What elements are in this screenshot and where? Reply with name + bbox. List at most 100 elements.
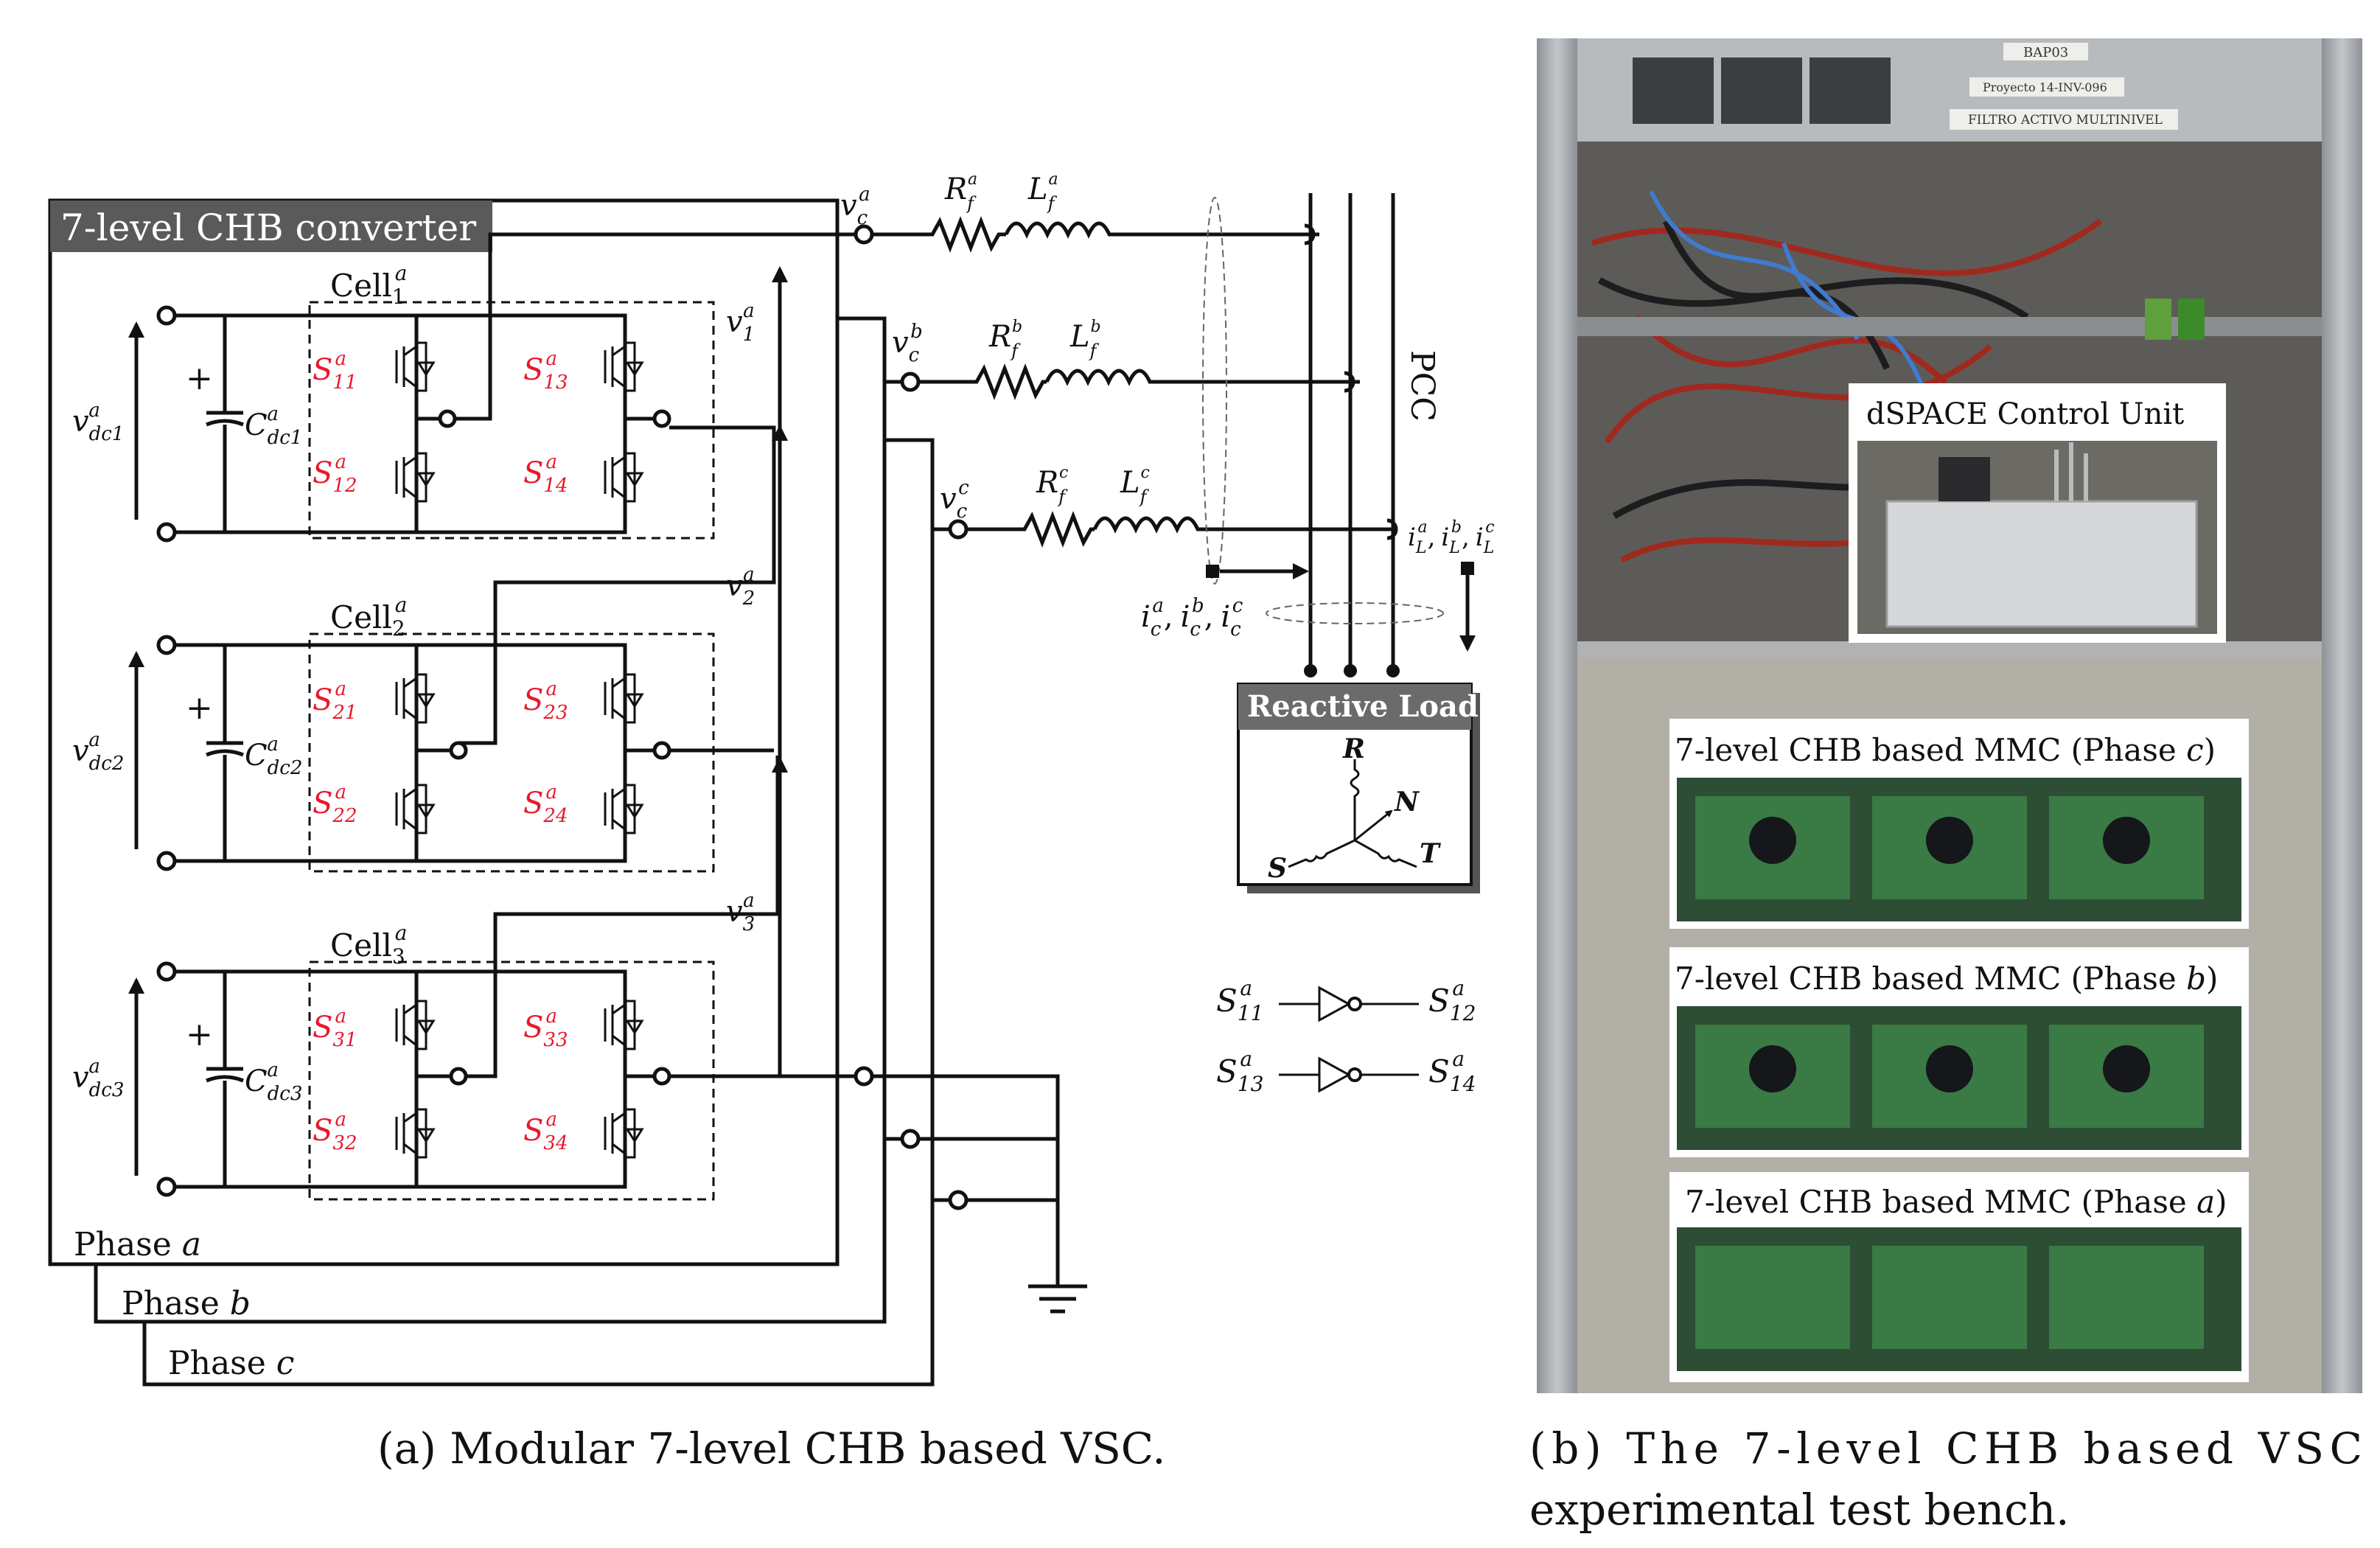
switch-s24: S24a: [523, 781, 568, 827]
breaker-1: [1633, 57, 1714, 124]
v1-label: v1a: [726, 300, 755, 346]
dspace-cables: [2054, 442, 2088, 501]
line-a-resistor: [837, 216, 1006, 253]
mmc-c-cap-3: [2103, 817, 2150, 864]
load-t-label: T: [1420, 838, 1441, 869]
neutral-bus: [669, 1074, 1060, 1286]
cascade-links-bottom: [466, 748, 780, 1078]
load-dot-b: [1344, 664, 1357, 677]
mmc-a-board-2: [1872, 1246, 2027, 1349]
converter-header-box: [50, 201, 492, 252]
gate-logic: S11a S12a S13a S14a: [1216, 976, 1476, 1096]
igbt: [395, 1000, 436, 1050]
logic-1-inverter: [1279, 986, 1419, 1022]
filter-plate: [1950, 109, 2178, 130]
igbt: [395, 452, 436, 503]
switch-s12: S12a: [313, 451, 357, 497]
caption-b-line2: experimental test bench.: [1529, 1485, 2070, 1535]
cell-1-legs: [414, 315, 627, 532]
rf-a-label: Rfa: [944, 170, 977, 214]
project-plate: [1969, 77, 2124, 97]
cdc3-label: Cdc3a: [245, 1059, 302, 1105]
igbt: [604, 673, 644, 724]
neutral-wires: [837, 1074, 1058, 1202]
vdc3-label: vdc3a: [72, 1056, 124, 1101]
cell-1-node-left: [438, 409, 457, 428]
dspace-connector: [1938, 457, 1990, 501]
igbt: [604, 452, 644, 503]
switch-s23: S23a: [523, 678, 568, 724]
vc-c-node: [948, 519, 969, 540]
igbt: [604, 1108, 644, 1159]
caption-a: (a) Modular 7-level CHB based VSC.: [377, 1423, 1166, 1474]
switch-s32: S32a: [313, 1109, 357, 1154]
logic-1-out: S12a: [1428, 976, 1476, 1025]
line-b-inductor: [1044, 369, 1360, 386]
v2-label: v2a: [726, 564, 755, 610]
phase-b-label: Phase b: [122, 1285, 251, 1322]
mmc-b-label: 7-level CHB based MMC (Phase b): [1675, 960, 2218, 997]
mmc-b-cap-3: [2103, 1045, 2150, 1092]
project-text: Proyecto 14-INV-096: [1983, 80, 2107, 94]
cell-3-terminal-bottom: [156, 1176, 177, 1197]
igbt: [604, 784, 644, 834]
dspace-label-bg: [1849, 383, 2226, 441]
cell-3-box: [308, 960, 715, 1201]
switch-s13: S13a: [523, 348, 568, 394]
caption-b-line1: (b) The 7-level CHB based VSC: [1529, 1423, 2362, 1474]
vc-b-label: vcb: [892, 321, 923, 366]
rf-c-label: Rfc: [1036, 464, 1068, 507]
cell-2-terminal-bottom: [156, 851, 177, 871]
igbt: [604, 1000, 644, 1050]
cell-1-plus: +: [186, 360, 213, 397]
mmc-b-cap-2: [1926, 1045, 1973, 1092]
cell-3-node-right: [652, 1067, 671, 1086]
cell-3-node-left: [449, 1067, 468, 1086]
igbt: [395, 784, 436, 834]
mmc-a-label: 7-level CHB based MMC (Phase a): [1685, 1184, 2227, 1220]
rf-b-label: Rfb: [988, 318, 1022, 361]
load-dot-c: [1386, 664, 1400, 677]
load-branch-r: [1350, 759, 1360, 840]
crossover-a: [1304, 223, 1316, 245]
switch-s33: S33a: [523, 1005, 568, 1051]
cell-1-capacitor: [206, 315, 244, 532]
crossover-c: [1386, 518, 1398, 540]
load-s-label: S: [1268, 853, 1287, 884]
cell-2: Cell2a vdc2a + Cdc2a S21a S22a S23a S24a: [72, 593, 715, 873]
neutral-node-a: [854, 1066, 874, 1087]
vc-b-node: [900, 372, 921, 392]
logic-1-bubble: [1347, 997, 1362, 1011]
line-a-inductor: [1004, 221, 1319, 239]
vdc1-label: vdc1a: [72, 400, 124, 445]
load-dot-a: [1304, 664, 1317, 677]
crossover-b: [1344, 371, 1355, 393]
igbt: [395, 1108, 436, 1159]
cell-3-plus: +: [186, 1016, 213, 1053]
rack-post-right: [2322, 38, 2362, 1393]
cell-2-legs: [414, 645, 627, 861]
breaker-2: [1721, 57, 1802, 124]
filter-text: FILTRO ACTIVO MULTINIVEL: [1968, 113, 2163, 128]
converter-header: 7-level CHB converter: [60, 206, 476, 249]
lf-a-label: Lfa: [1027, 170, 1058, 214]
line-c-resistor: [932, 511, 1095, 548]
ground-icon: [1028, 1284, 1087, 1314]
logic-2-out: S14a: [1428, 1047, 1476, 1096]
neutral-node-c: [948, 1190, 969, 1210]
cell-1-node-right: [652, 409, 671, 428]
reactive-load-title: Reactive Load: [1247, 689, 1479, 724]
rack-tag-text: BAP03: [2023, 45, 2068, 60]
cell-3-terminal-top: [156, 961, 177, 982]
phase-a-label: Phase a: [74, 1226, 201, 1263]
v3-label: v3a: [726, 890, 755, 935]
cell-2-node-left: [449, 741, 468, 760]
pcc-bus: [1308, 193, 1395, 671]
igbt: [395, 341, 436, 392]
cell-1-box: [308, 301, 715, 540]
lf-b-label: Lfb: [1069, 318, 1101, 361]
logic-2-bubble: [1347, 1067, 1362, 1082]
rack-post-left: [1537, 38, 1577, 1393]
sensor-load-ellipse: [1266, 602, 1444, 624]
sensor-conv-ellipse: [1202, 197, 1227, 585]
